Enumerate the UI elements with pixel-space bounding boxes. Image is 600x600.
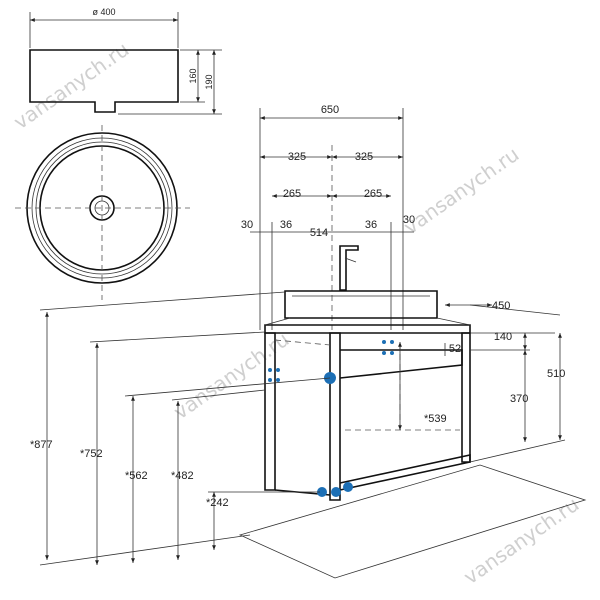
basin-side-outline	[29, 49, 179, 113]
basin-top-view	[15, 125, 190, 300]
faucet	[339, 245, 359, 291]
dim-482: *482	[171, 470, 194, 482]
countertop-edge	[264, 317, 291, 326]
front-post	[329, 332, 341, 501]
ext-line	[171, 389, 266, 401]
depth-dimensions: 450 140 52 370 510 *539	[398, 300, 566, 463]
dim-325-left: 325	[288, 151, 306, 163]
floor-plane	[238, 464, 587, 579]
cabinet-width-dimensions: 650 325 325 265 265 30 36 514 36 30	[241, 104, 415, 330]
mount-dot	[382, 351, 386, 355]
dim-539: *539	[424, 413, 447, 425]
basin-side-view: ø 400 160 190	[29, 7, 222, 115]
ext-line	[39, 291, 286, 311]
dim-width-650: 650	[321, 104, 339, 116]
dim-30-right: 30	[403, 214, 415, 226]
dim-36-left: 36	[280, 219, 292, 231]
mount-dot	[268, 368, 272, 372]
watermark-text: vansanych.ru	[399, 142, 523, 239]
faucet-lever	[344, 257, 357, 263]
dim-242: *242	[206, 497, 229, 509]
ext-line	[469, 439, 566, 463]
ext-line	[469, 304, 561, 316]
dim-height-160: 160	[188, 68, 198, 83]
drawer-front	[339, 349, 463, 379]
faucet-and-vessel	[284, 245, 438, 319]
mount-dot	[276, 368, 280, 372]
dim-514: 514	[310, 227, 328, 239]
bottom-rail	[339, 454, 471, 491]
dim-510: 510	[547, 368, 565, 380]
dim-265-left: 265	[283, 188, 301, 200]
height-dimensions: *877 *752 *562 *482 *242	[30, 291, 331, 566]
pipe-connector	[331, 487, 341, 497]
floor-outline	[238, 464, 587, 579]
watermark-layer: vansanych.ru vansanych.ru vansanych.ru v…	[9, 37, 583, 589]
cabinet-body	[264, 317, 471, 501]
mount-dot	[382, 340, 386, 344]
countertop	[264, 324, 471, 334]
dim-265-right: 265	[364, 188, 382, 200]
floor-ref-line	[39, 534, 251, 566]
dim-325-right: 325	[355, 151, 373, 163]
watermark-text: vansanych.ru	[9, 37, 133, 134]
vessel-sink	[284, 290, 438, 319]
right-panel	[461, 332, 471, 463]
dim-30-left: 30	[241, 219, 253, 231]
countertop-edge	[436, 317, 471, 326]
dim-36-right: 36	[365, 219, 377, 231]
dim-877: *877	[30, 439, 53, 451]
dim-52: 52	[449, 343, 461, 355]
pipe-connector	[343, 482, 353, 492]
mount-dot	[268, 378, 272, 382]
ext-line	[89, 331, 266, 343]
mount-dot	[276, 378, 280, 382]
dim-370: 370	[510, 393, 528, 405]
dim-height-190: 190	[204, 74, 214, 89]
dim-diameter-400: ø 400	[92, 7, 115, 17]
dim-562: *562	[125, 470, 148, 482]
mount-markers	[268, 340, 394, 497]
mount-dot	[390, 340, 394, 344]
mount-dot	[390, 351, 394, 355]
ext-line	[124, 377, 331, 397]
dim-140: 140	[494, 331, 512, 343]
dim-752: *752	[80, 448, 103, 460]
dim-depth-450: 450	[492, 300, 510, 312]
pipe-connector	[317, 487, 327, 497]
